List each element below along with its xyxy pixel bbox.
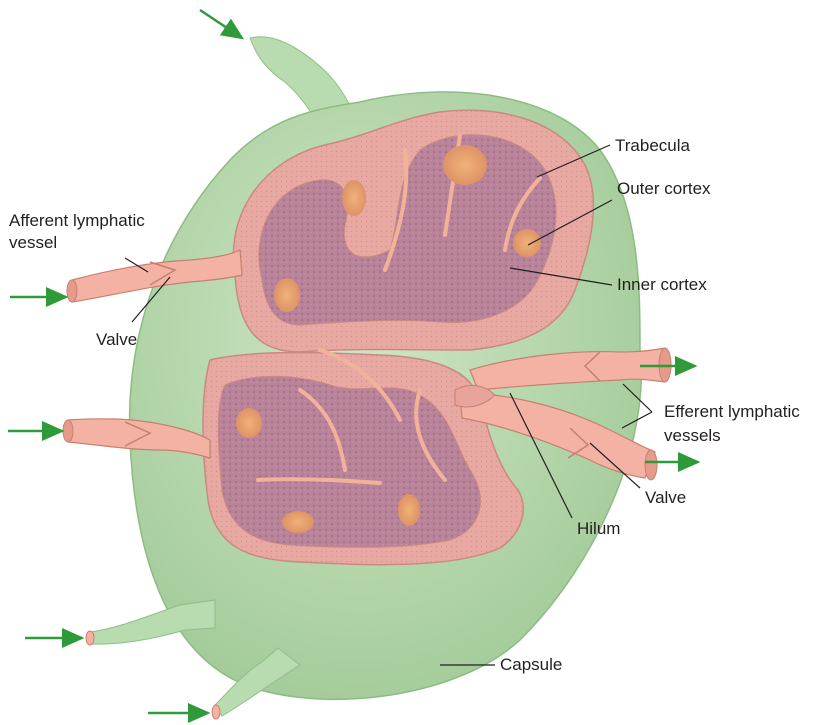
label-trabecula: Trabecula bbox=[615, 136, 690, 156]
label-hilum: Hilum bbox=[577, 519, 620, 539]
germinal-center-3 bbox=[274, 278, 300, 312]
label-inner-cortex: Inner cortex bbox=[617, 275, 707, 295]
label-afferent-line2: vessel bbox=[9, 233, 57, 253]
label-efferent-line1: Efferent lymphatic bbox=[664, 402, 800, 422]
germinal-center-2 bbox=[342, 180, 366, 216]
germinal-center-6 bbox=[282, 511, 314, 533]
label-afferent-line1: Afferent lymphatic bbox=[9, 211, 145, 231]
germinal-center-5 bbox=[236, 408, 262, 438]
label-efferent-line2: vessels bbox=[664, 426, 721, 446]
arrow-in-top bbox=[200, 10, 242, 38]
germinal-center-1 bbox=[443, 145, 487, 185]
label-valve-left: Valve bbox=[96, 330, 137, 350]
germinal-center-4 bbox=[513, 229, 541, 257]
label-valve-right: Valve bbox=[645, 488, 686, 508]
label-capsule: Capsule bbox=[500, 655, 562, 675]
germinal-center-7 bbox=[398, 494, 420, 526]
label-outer-cortex: Outer cortex bbox=[617, 179, 711, 199]
